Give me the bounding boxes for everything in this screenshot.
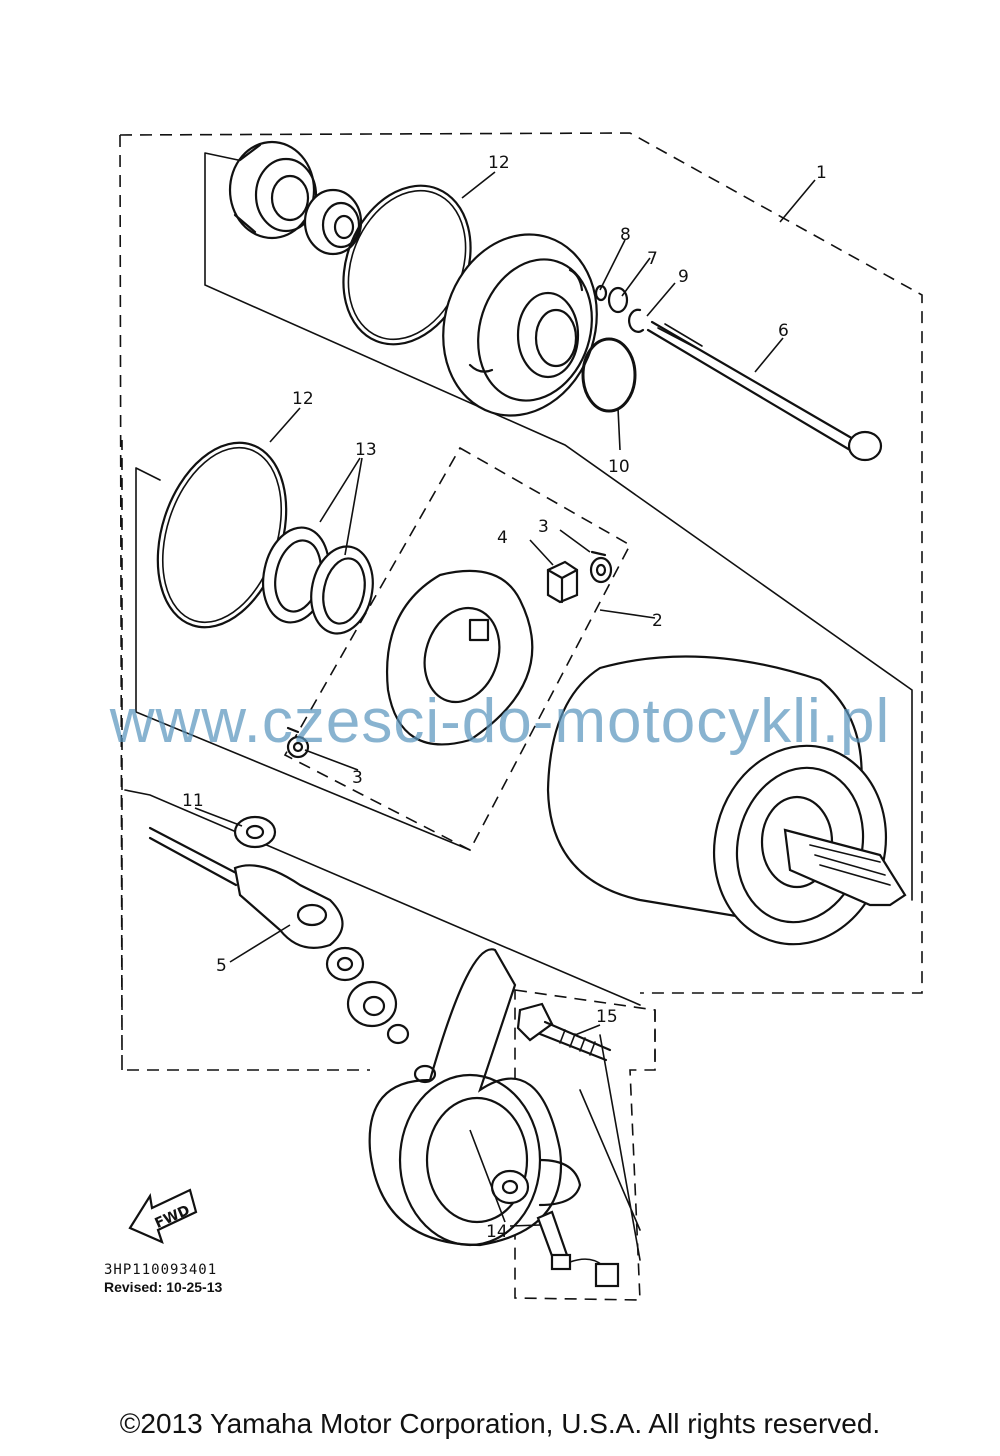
callout-12-lower: 12	[292, 389, 314, 409]
rear-cover	[368, 948, 582, 1247]
brush-holder-plate	[386, 569, 534, 746]
callout-12-upper: 12	[488, 153, 510, 173]
o-ring-10	[581, 337, 637, 413]
callout-2: 2	[652, 611, 663, 631]
callout-11: 11	[182, 791, 204, 811]
brush-terminal-14	[536, 1210, 620, 1288]
lead-wire-5	[148, 826, 344, 949]
brush-spring-3-lower	[286, 726, 310, 759]
callout-13: 13	[355, 440, 377, 460]
brush-spring-3-upper	[589, 550, 613, 584]
callout-15: 15	[596, 1007, 618, 1027]
fwd-arrow-icon: FWD	[128, 1188, 198, 1244]
callout-4: 4	[497, 528, 508, 548]
washer-8	[594, 284, 608, 302]
callout-5: 5	[216, 956, 227, 976]
callout-3-upper: 3	[538, 517, 549, 537]
rear-cover-dashed-box	[514, 989, 656, 1301]
middle-guide-lines	[135, 467, 471, 851]
callout-14: 14	[486, 1222, 508, 1242]
through-bolt-6	[646, 320, 883, 462]
upper-guide-lines	[204, 152, 913, 901]
terminal-insulator	[346, 980, 398, 1028]
oil-seal	[303, 188, 363, 256]
shims-13	[262, 526, 374, 635]
front-cover	[442, 233, 598, 417]
callout-10: 10	[608, 457, 630, 477]
terminal-o-ring	[386, 1023, 410, 1045]
brush-4	[546, 560, 579, 604]
terminal-nut	[325, 946, 365, 982]
callout-8: 8	[620, 225, 631, 245]
callout-7: 7	[647, 249, 658, 269]
nut-11	[233, 815, 277, 849]
circlip-9	[628, 308, 645, 333]
bolt-15	[516, 1002, 612, 1062]
website-watermark: www.czesci-do-motocykli.pl	[109, 687, 891, 756]
copyright-notice: ©2013 Yamaha Motor Corporation, U.S.A. A…	[119, 1408, 881, 1439]
callout-3-lower: 3	[352, 768, 363, 788]
revised-date: Revised: 10-25-13	[104, 1279, 223, 1295]
leader-lines	[194, 171, 816, 1227]
brush-holder-dashed-box	[283, 446, 632, 852]
callout-6: 6	[778, 321, 789, 341]
callout-1: 1	[816, 163, 827, 183]
diagram-code: 3HP110093401	[104, 1262, 218, 1278]
lower-guide-lines	[124, 789, 641, 1261]
callout-9: 9	[678, 267, 689, 287]
front-bearing	[228, 140, 318, 240]
motor-yoke-assembly	[546, 655, 907, 946]
